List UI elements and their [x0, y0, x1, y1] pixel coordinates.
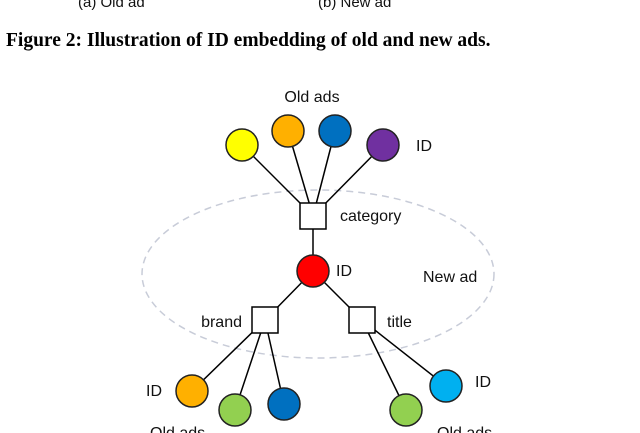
node-bottom-lightblue	[429, 369, 463, 403]
figure-caption: Figure 2: Illustration of ID embedding o…	[6, 30, 491, 51]
node-bottom-blue	[267, 387, 301, 421]
label-old-ads-bottom-right: Old ads	[437, 425, 492, 433]
label-old-ads-bottom-left: Old ads	[150, 425, 205, 433]
edge-title-lightblue	[361, 319, 447, 387]
node-title	[348, 306, 376, 334]
node-old-ad-purple	[366, 128, 400, 162]
node-old-ad-orange	[271, 114, 305, 148]
label-title: title	[387, 314, 412, 331]
node-bottom-green-right	[389, 393, 423, 427]
node-old-ad-yellow	[225, 128, 259, 162]
node-bottom-green-left	[218, 393, 252, 427]
label-id-top: ID	[416, 138, 432, 155]
subcaption-new-ad: (b) New ad	[318, 0, 392, 11]
node-new-ad-id	[296, 254, 330, 288]
subcaption-old-ad: (a) Old ad	[78, 0, 145, 11]
label-brand: brand	[201, 314, 242, 331]
label-category: category	[340, 208, 401, 225]
label-new-ad: New ad	[423, 269, 477, 286]
node-bottom-orange	[175, 374, 209, 408]
label-id-bottom-left: ID	[146, 383, 162, 400]
label-id-bottom-right: ID	[475, 374, 491, 391]
node-category	[299, 202, 327, 230]
label-id-center: ID	[336, 263, 352, 280]
label-old-ads-top: Old ads	[284, 89, 339, 106]
new-ad-region-ellipse	[141, 189, 495, 359]
node-brand	[251, 306, 279, 334]
node-old-ad-blue	[318, 114, 352, 148]
